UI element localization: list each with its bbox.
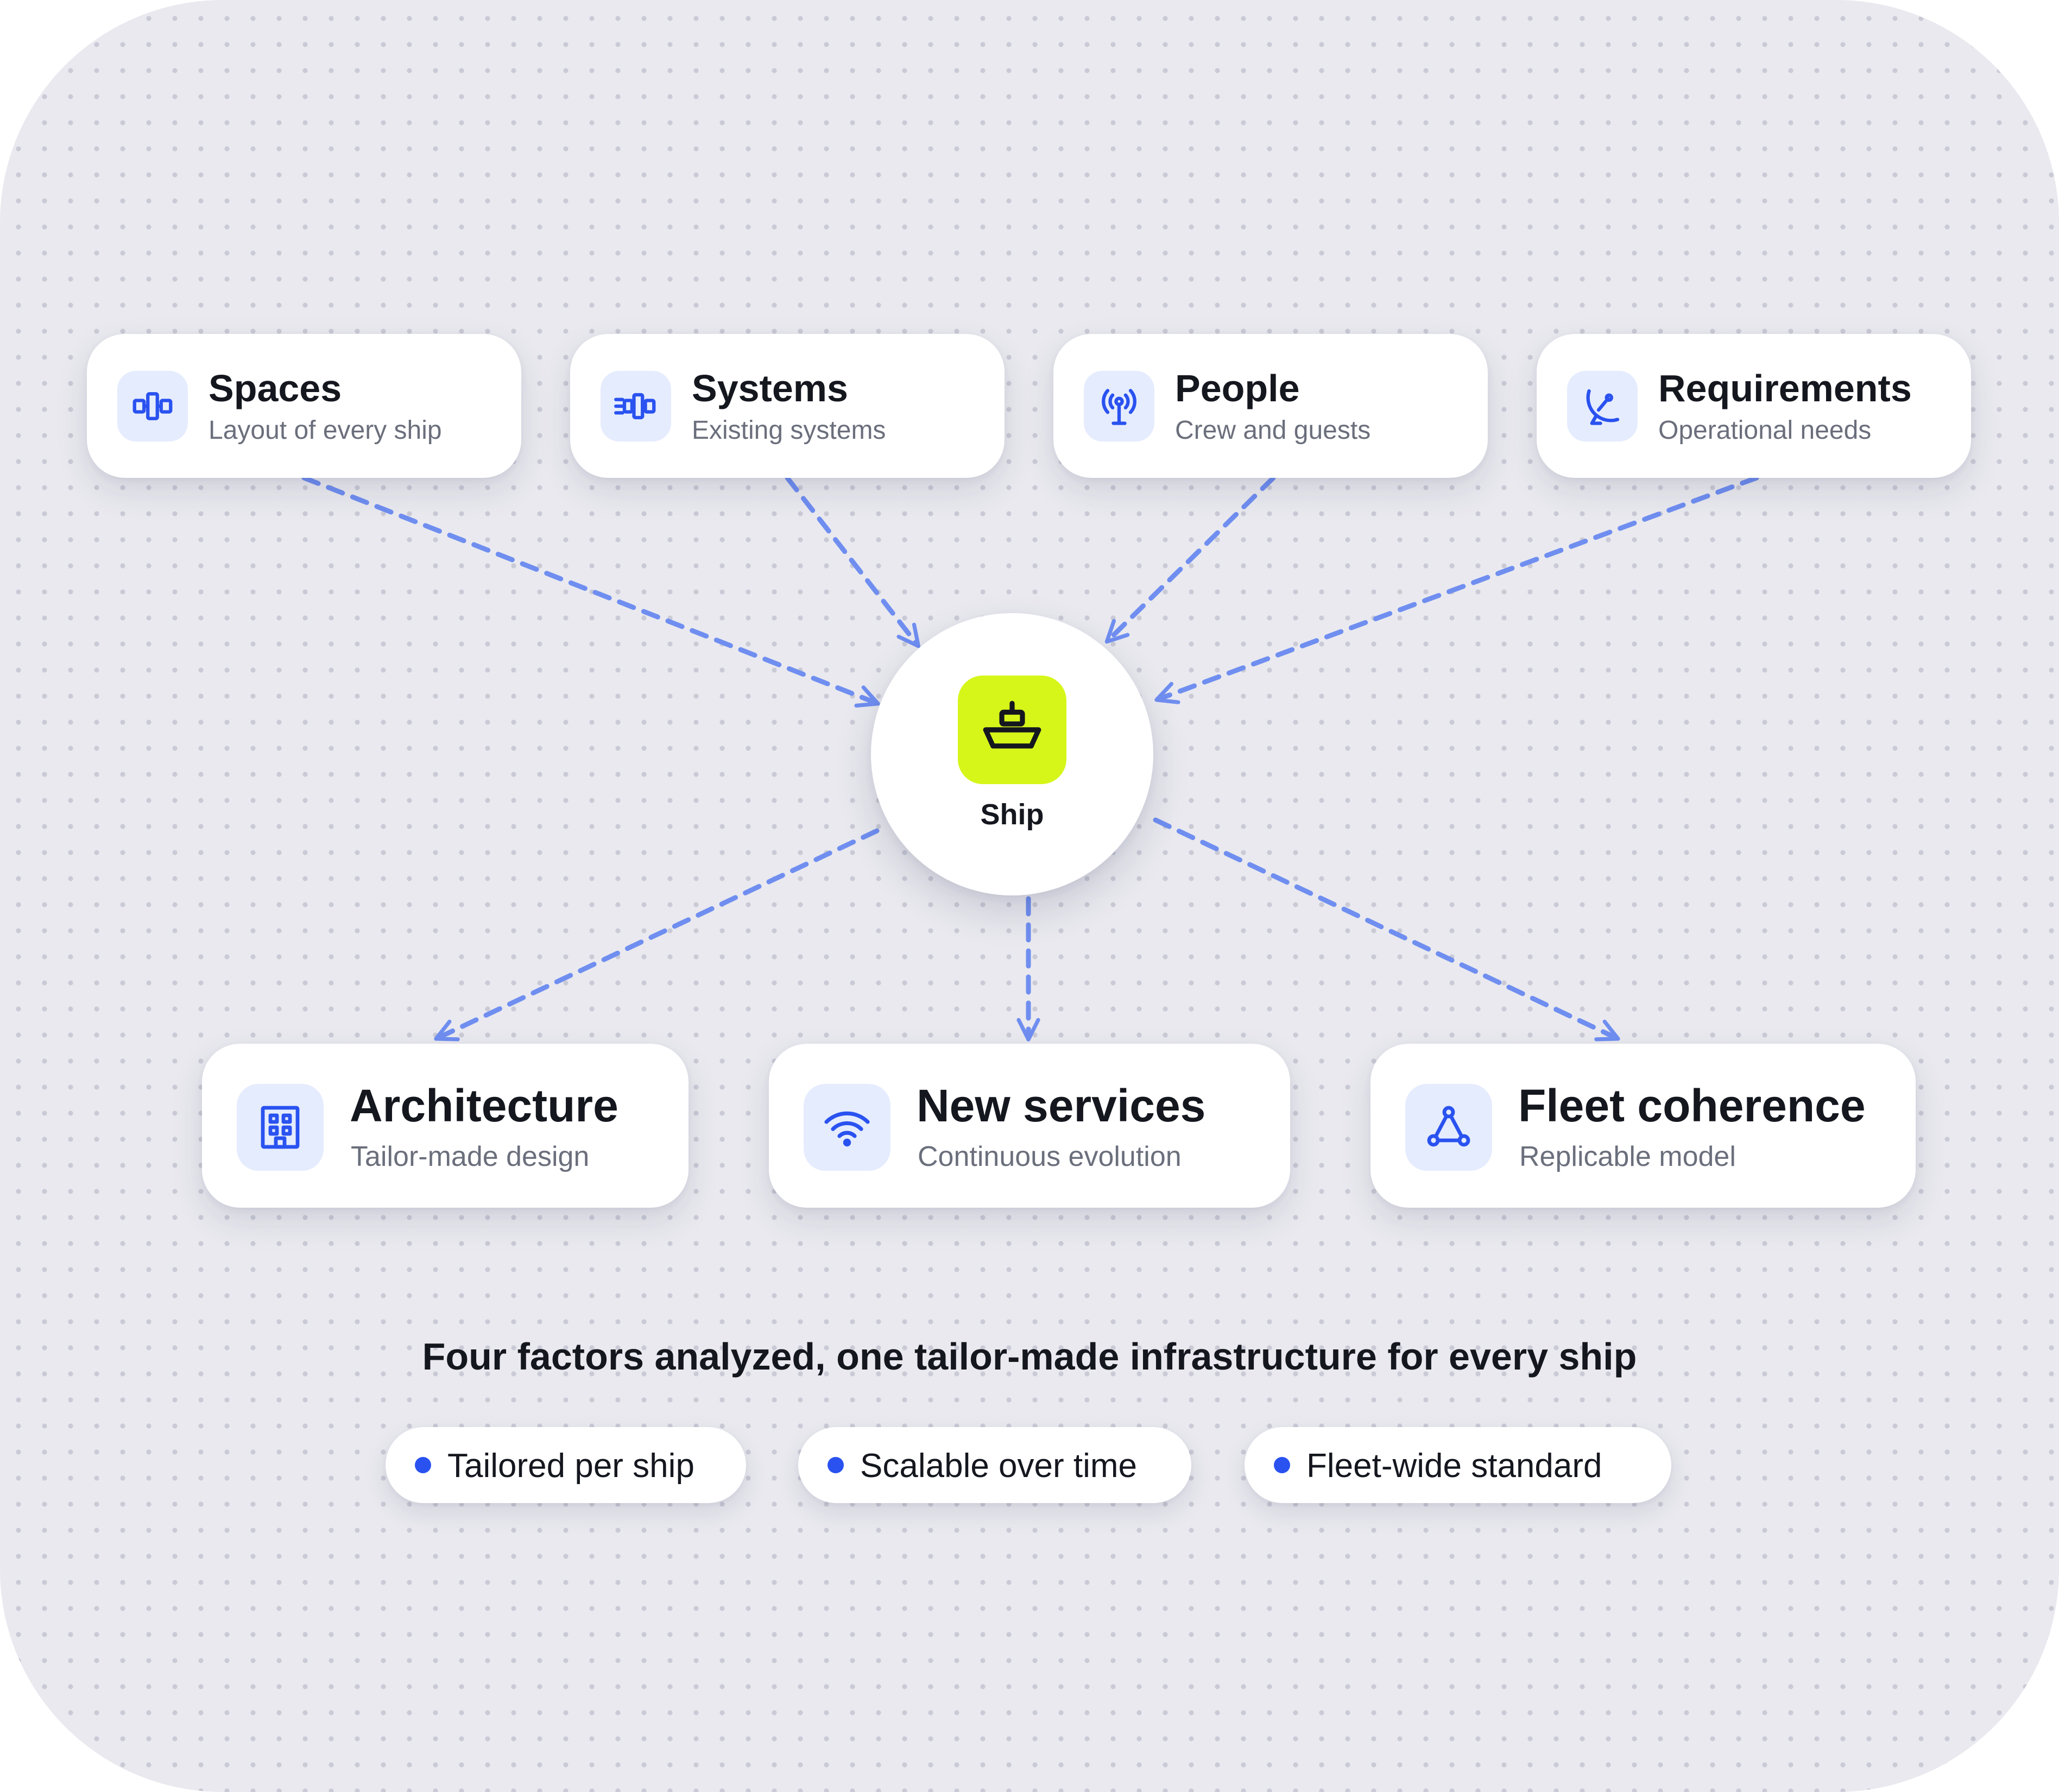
ship-hub: Ship <box>871 613 1153 895</box>
satellite-dish-icon <box>1567 371 1638 441</box>
output-card-title: Fleet coherence <box>1518 1080 1866 1131</box>
antenna-icon <box>1084 371 1154 441</box>
input-card-people: People Crew and guests <box>1053 334 1488 478</box>
output-card-new-services: New services Continuous evolution <box>769 1044 1290 1208</box>
feature-pill-label: Fleet-wide standard <box>1306 1447 1602 1485</box>
connector-people-to-ship <box>1104 475 1276 644</box>
output-card-title: Architecture <box>350 1080 618 1131</box>
feature-pill-scalable: Scalable over time <box>798 1427 1191 1503</box>
input-card-subtitle: Crew and guests <box>1175 416 1371 445</box>
spaces-icon <box>117 371 188 441</box>
connector-systems-to-ship <box>785 475 920 648</box>
input-card-requirements: Requirements Operational needs <box>1537 334 1971 478</box>
input-card-title: Systems <box>692 367 848 409</box>
input-card-systems: Systems Existing systems <box>570 334 1005 478</box>
connector-spaces-to-ship <box>301 475 880 708</box>
output-card-architecture: Architecture Tailor-made design <box>202 1044 689 1208</box>
input-card-title: Requirements <box>1658 367 1912 409</box>
feature-pill-tailored: Tailored per ship <box>386 1427 746 1503</box>
input-card-spaces: Spaces Layout of every ship <box>87 334 521 478</box>
output-card-subtitle: Continuous evolution <box>918 1141 1182 1172</box>
input-card-title: People <box>1175 367 1300 409</box>
wifi-icon <box>804 1084 890 1171</box>
bullet-dot <box>828 1457 844 1473</box>
ship-icon <box>958 676 1066 784</box>
output-card-title: New services <box>917 1080 1206 1131</box>
connector-ship-to-fleet-coherence <box>1153 817 1620 1042</box>
diagram-caption: Four factors analyzed, one tailor-made i… <box>422 1335 1637 1378</box>
bullet-dot <box>1274 1457 1290 1473</box>
bullet-dot <box>415 1457 431 1473</box>
building-icon <box>237 1084 324 1171</box>
systems-icon <box>601 371 671 441</box>
hub-label: Ship <box>980 798 1044 831</box>
connector-ship-to-architecture <box>434 828 880 1042</box>
output-card-fleet-coherence: Fleet coherence Replicable model <box>1370 1044 1916 1208</box>
output-card-subtitle: Replicable model <box>1519 1141 1736 1172</box>
feature-pill-fleet-wide: Fleet-wide standard <box>1245 1427 1671 1503</box>
feature-pill-label: Scalable over time <box>860 1447 1138 1485</box>
input-card-title: Spaces <box>209 367 342 409</box>
input-card-subtitle: Layout of every ship <box>209 416 442 445</box>
feature-pill-label: Tailored per ship <box>447 1447 694 1485</box>
output-card-subtitle: Tailor-made design <box>351 1141 590 1172</box>
input-card-subtitle: Existing systems <box>692 416 886 445</box>
connector-requirements-to-ship <box>1154 475 1759 704</box>
network-triangle-icon <box>1405 1084 1492 1171</box>
input-card-subtitle: Operational needs <box>1658 416 1872 445</box>
